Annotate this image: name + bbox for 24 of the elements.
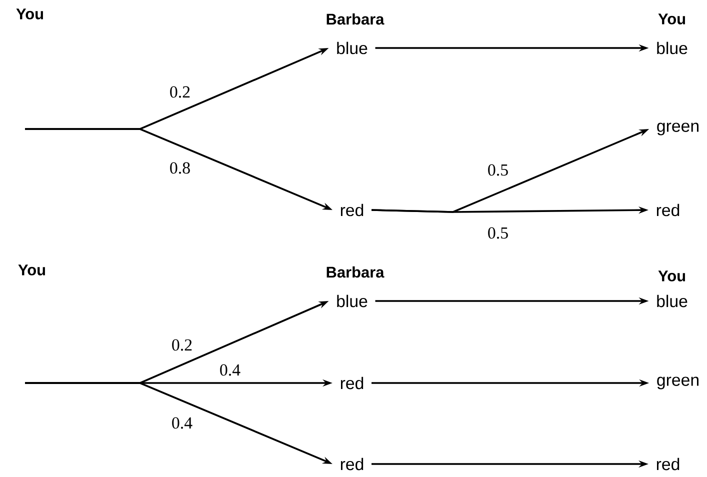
header-label: You xyxy=(658,14,686,24)
outcome-label: green xyxy=(657,122,698,136)
outcome-label: blue xyxy=(337,294,368,308)
header-label: You xyxy=(658,270,686,282)
header-label: Barbara xyxy=(326,266,384,278)
outcome-label: red xyxy=(656,204,680,216)
header-label: Barbara xyxy=(326,13,384,25)
outcome-label: red xyxy=(656,458,680,470)
header-label: You xyxy=(16,8,44,20)
outcome-label: green xyxy=(657,376,698,390)
outcome-label: blue xyxy=(337,42,368,54)
probability-label: 0.4 xyxy=(172,417,192,429)
probability-label: 0.5 xyxy=(488,164,508,176)
outcome-label: red xyxy=(340,204,364,216)
probability-label: 0.4 xyxy=(220,364,240,376)
outcome-label: blue xyxy=(657,294,688,308)
outcome-label: blue xyxy=(657,42,688,54)
outcome-label: red xyxy=(340,376,364,390)
probability-label: 0.2 xyxy=(170,86,190,98)
outcome-label: red xyxy=(340,458,364,470)
probability-label: 0.2 xyxy=(172,339,192,351)
probability-label: 0.5 xyxy=(488,227,508,239)
header-label: You xyxy=(18,264,46,276)
probability-label: 0.8 xyxy=(170,162,190,174)
